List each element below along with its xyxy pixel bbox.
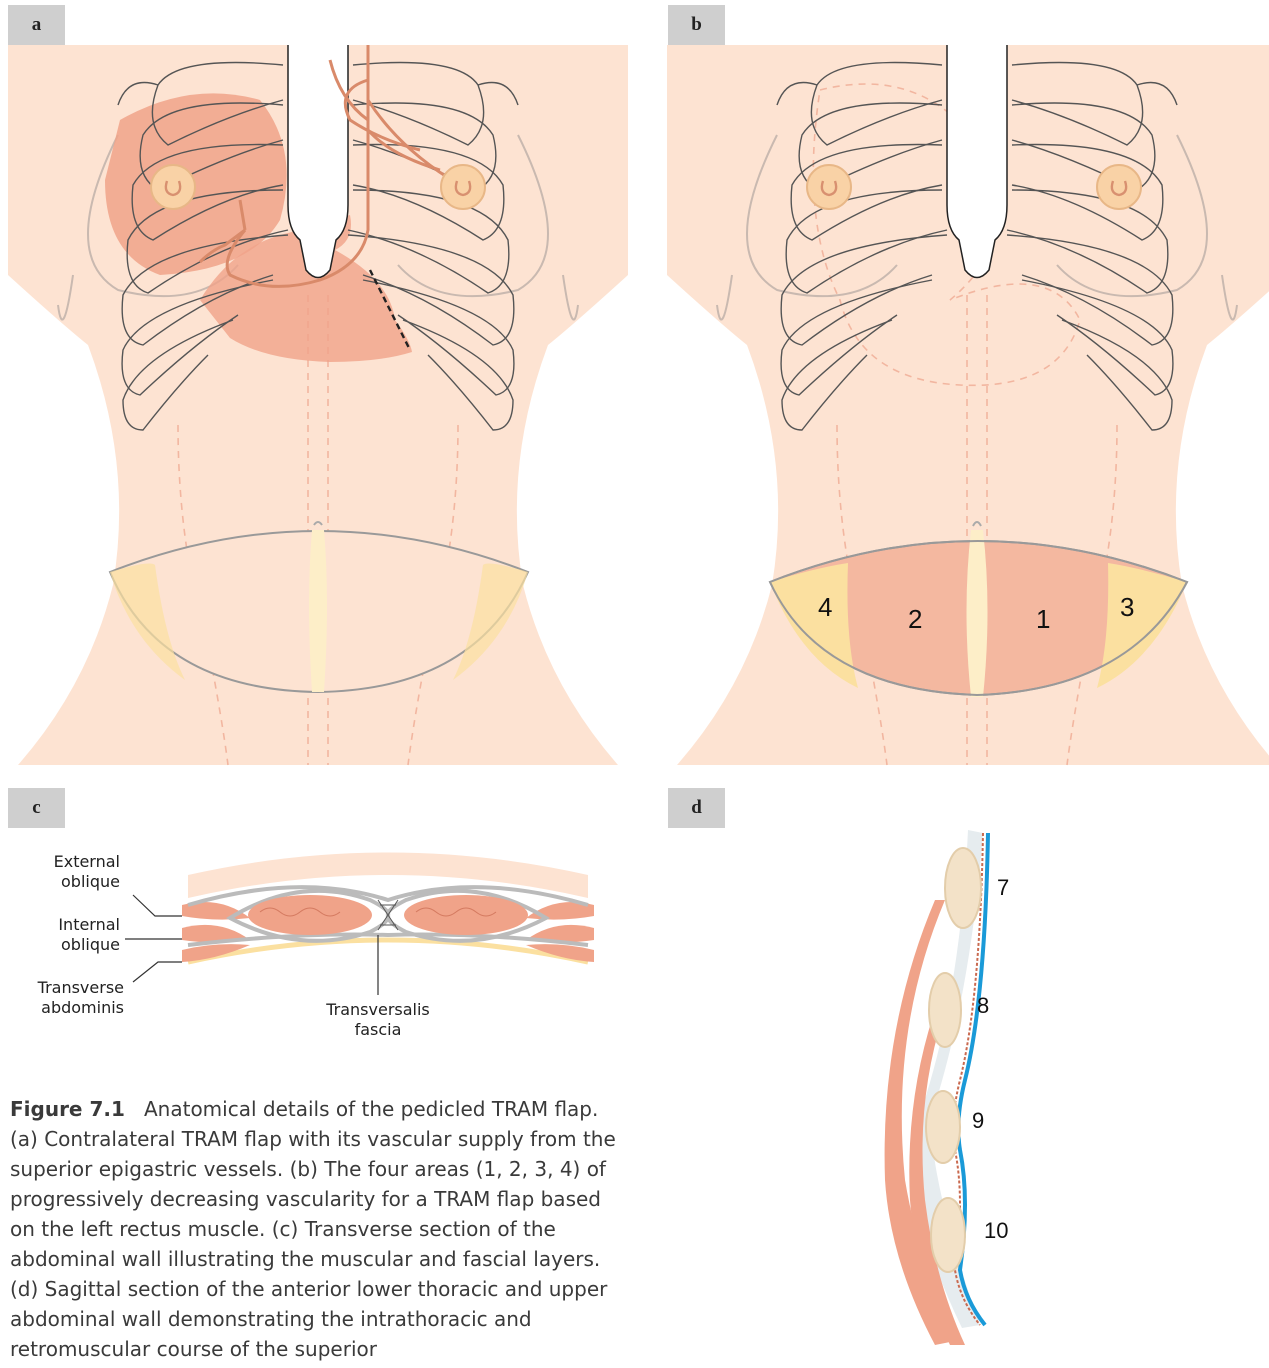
label-fascia-line1: Transversalis xyxy=(308,1000,448,1020)
panel-c-drawing xyxy=(125,853,594,996)
label-transverse-abdominis: Transverse abdominis xyxy=(10,978,124,1018)
panel-a-drawing xyxy=(8,45,628,765)
rib-label-8: 8 xyxy=(977,993,989,1019)
label-external-oblique-line2: oblique xyxy=(20,872,120,892)
zone-label-2: 2 xyxy=(908,604,922,635)
label-internal-oblique: Internal oblique xyxy=(20,915,120,955)
label-transverse-line1: Transverse xyxy=(10,978,124,998)
zone-label-1: 1 xyxy=(1036,604,1050,635)
panel-b-drawing xyxy=(667,45,1269,765)
rib-label-10: 10 xyxy=(984,1218,1008,1244)
label-external-oblique-line1: External xyxy=(20,852,120,872)
figure-caption-text: Anatomical details of the pedicled TRAM … xyxy=(10,1097,616,1361)
label-internal-oblique-line1: Internal xyxy=(20,915,120,935)
panel-d-drawing xyxy=(885,830,988,1345)
label-transverse-line2: abdominis xyxy=(10,998,124,1018)
midline-area xyxy=(967,530,988,697)
zone-label-3: 3 xyxy=(1120,592,1134,623)
rib-label-7: 7 xyxy=(997,875,1009,901)
label-internal-oblique-line2: oblique xyxy=(20,935,120,955)
label-external-oblique: External oblique xyxy=(20,852,120,892)
rib-label-9: 9 xyxy=(972,1108,984,1134)
zone-label-4: 4 xyxy=(818,592,832,623)
label-fascia-line2: fascia xyxy=(308,1020,448,1040)
figure-caption: Figure 7.1 Anatomical details of the ped… xyxy=(10,1094,625,1364)
label-transversalis-fascia: Transversalis fascia xyxy=(308,1000,448,1040)
figure-label: Figure 7.1 xyxy=(10,1097,125,1121)
